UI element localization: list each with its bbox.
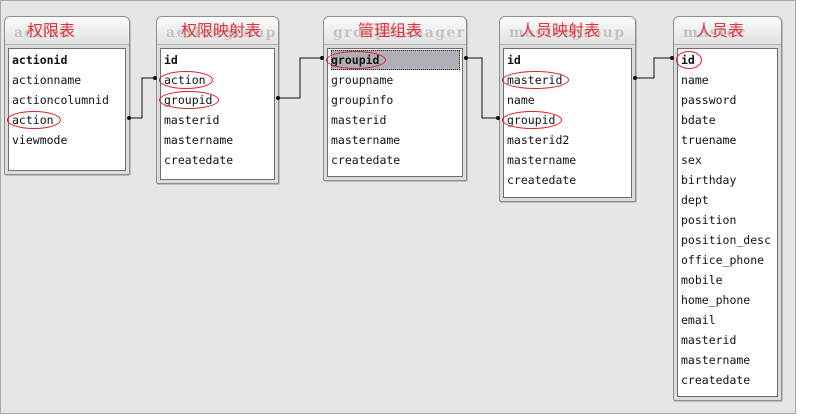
table-name: mastergroup	[509, 25, 626, 41]
field-mastername[interactable]: mastername	[681, 353, 751, 367]
field-bdate[interactable]: bdate	[681, 113, 716, 127]
table-chinese-label: 权限映射表	[181, 21, 262, 40]
field-action[interactable]: action	[7, 110, 123, 130]
annotation-circle	[159, 71, 213, 89]
field-createdate[interactable]: createdate	[681, 373, 751, 387]
annotation-circle	[159, 91, 219, 109]
field-list[interactable]: groupid groupname groupinfo masterid mastern…	[326, 48, 463, 177]
field-mastername[interactable]: mastername	[331, 133, 401, 147]
field-email[interactable]: email	[681, 313, 716, 327]
relationship-endpoint	[276, 96, 280, 100]
table-chinese-label: 权限表	[27, 21, 76, 40]
field-mastername[interactable]: mastername	[507, 153, 577, 167]
table-chinese-label: 人员表	[696, 21, 745, 40]
field-actionid[interactable]: actionid	[12, 53, 68, 67]
field-actionname[interactable]: actionname	[12, 73, 82, 87]
relationship-endpoint	[464, 56, 468, 60]
table-chinese-label: 管理组表	[358, 21, 423, 40]
relationship-endpoint	[633, 76, 637, 80]
table-name: actiongroup	[166, 25, 277, 41]
relationship-endpoint	[320, 56, 324, 60]
field-action[interactable]: action	[159, 70, 272, 90]
annotation-circle	[502, 111, 562, 129]
table-chinese-label: 人员映射表	[520, 21, 601, 40]
field-masterid[interactable]: masterid	[502, 70, 629, 90]
field-name[interactable]: name	[507, 93, 535, 107]
field-groupinfo[interactable]: groupinfo	[331, 93, 394, 107]
relationship-line[interactable]	[466, 57, 498, 119]
field-list[interactable]: id name password bdate truename sex birthday de…	[676, 48, 778, 397]
field-list[interactable]: id masterid name groupid masterid2 mastername…	[502, 48, 632, 198]
field-actioncolumnid[interactable]: actioncolumnid	[12, 93, 109, 107]
field-birthday[interactable]: birthday	[681, 173, 737, 187]
field-position[interactable]: position	[681, 213, 737, 227]
annotation-circle	[676, 51, 702, 69]
table-name: groupmanager	[333, 25, 466, 41]
field-name[interactable]: name	[681, 73, 709, 87]
annotation-circle	[7, 111, 61, 129]
field-createdate[interactable]: createdate	[507, 173, 577, 187]
relationship-endpoint	[127, 116, 131, 120]
field-office_phone[interactable]: office_phone	[681, 253, 765, 267]
field-mastername[interactable]: mastername	[164, 133, 234, 147]
relationship-endpoint	[153, 76, 157, 80]
field-createdate[interactable]: createdate	[331, 153, 401, 167]
field-groupid[interactable]: groupid	[326, 50, 460, 70]
field-viewmode[interactable]: viewmode	[12, 133, 68, 147]
table-name: action	[14, 25, 72, 41]
relationship-endpoint	[496, 116, 500, 120]
field-createdate[interactable]: createdate	[164, 153, 234, 167]
relationship-line[interactable]	[278, 57, 322, 99]
field-mobile[interactable]: mobile	[681, 273, 723, 287]
field-masterid[interactable]: masterid	[164, 113, 220, 127]
field-home_phone[interactable]: home_phone	[681, 293, 751, 307]
field-position_desc[interactable]: position_desc	[681, 233, 772, 247]
annotation-circle	[502, 71, 569, 89]
field-groupid[interactable]: groupid	[502, 110, 629, 130]
field-groupname[interactable]: groupname	[331, 73, 394, 87]
field-masterid2[interactable]: masterid2	[507, 133, 570, 147]
field-dept[interactable]: dept	[681, 193, 709, 207]
table-name: master	[683, 25, 746, 41]
field-truename[interactable]: truename	[681, 133, 737, 147]
field-masterid[interactable]: masterid	[331, 113, 387, 127]
field-masterid[interactable]: masterid	[681, 333, 737, 347]
field-id[interactable]: id	[507, 53, 521, 67]
relationship-line[interactable]	[129, 77, 155, 119]
relationship-endpoint	[670, 56, 674, 60]
annotation-circle	[326, 51, 386, 69]
field-id[interactable]: id	[676, 50, 775, 70]
relationship-line[interactable]	[635, 57, 672, 79]
field-id[interactable]: id	[164, 53, 178, 67]
field-sex[interactable]: sex	[681, 153, 702, 167]
field-groupid[interactable]: groupid	[159, 90, 272, 110]
field-password[interactable]: password	[681, 93, 737, 107]
field-list[interactable]: actionid actionname actioncolumnid action vi…	[7, 48, 126, 171]
